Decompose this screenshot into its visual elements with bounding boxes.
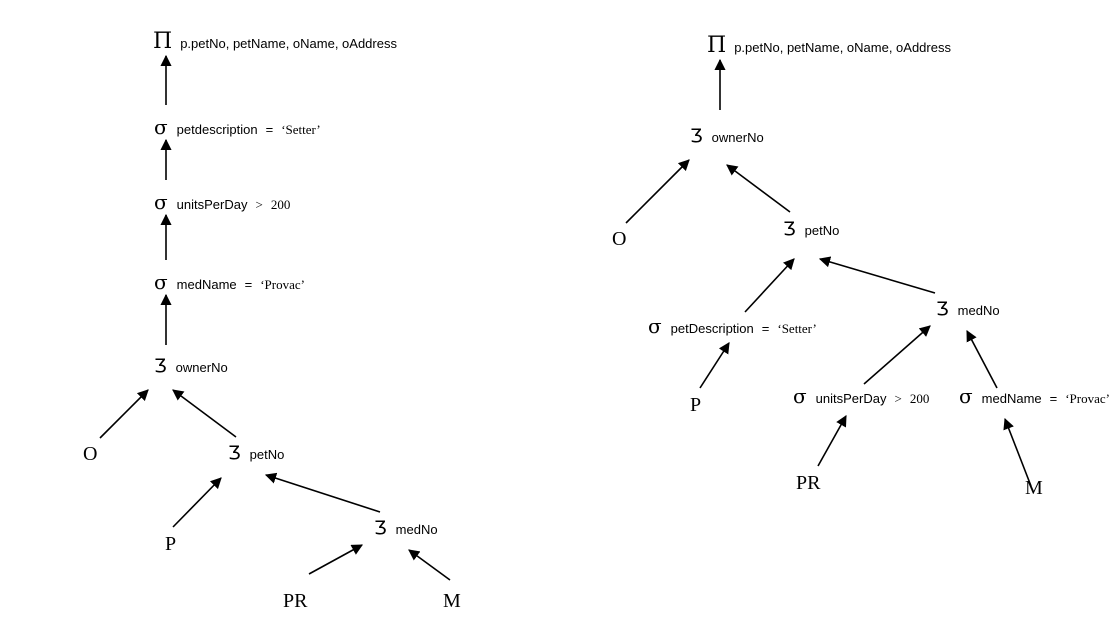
right-selection-med: σ medName = ‘Provac’	[959, 384, 1110, 408]
left-leaf-p: P	[165, 533, 176, 555]
selection-symbol: σ	[154, 190, 168, 214]
left-selection-units: σ unitsPerDay > 200	[154, 190, 290, 214]
right-sel-units-attr: unitsPerDay	[816, 391, 887, 406]
right-join-owner: Ʒ ownerNo	[690, 125, 764, 147]
right-leaf-m: M	[1025, 477, 1043, 499]
right-join-med-attr: medNo	[958, 303, 1000, 318]
left-edge-join-med-to-join-pet	[264, 472, 381, 513]
right-sel-med-val: ‘Provac’	[1065, 391, 1110, 406]
left-sel-med-val: ‘Provac’	[260, 277, 305, 292]
left-leaf-m: M	[443, 590, 461, 612]
right-sel-units-val: 200	[910, 391, 930, 406]
left-join-med: Ʒ medNo	[374, 517, 438, 539]
selection-symbol: σ	[648, 314, 662, 338]
left-projection-node: Π p.petNo, petName, oName, oAddress	[153, 29, 397, 54]
left-sel-pet-op: =	[266, 122, 274, 137]
left-projection-attributes: p.petNo, petName, oName, oAddress	[180, 36, 397, 51]
selection-symbol: σ	[793, 384, 807, 408]
right-edge-p-to-sel-pet	[699, 342, 730, 389]
right-edge-o-to-join-owner	[625, 159, 690, 224]
left-sel-units-op: >	[255, 197, 262, 212]
right-query-tree: Π p.petNo, petName, oName, oAddress Ʒ ow…	[612, 33, 1110, 499]
right-edge-sel-med-to-join-med	[966, 330, 998, 389]
right-sel-pet-attr: petDescription	[671, 321, 754, 336]
left-edge-pr-to-join-med	[308, 544, 363, 575]
right-sel-units-op: >	[894, 391, 901, 406]
right-projection-node: Π p.petNo, petName, oName, oAddress	[707, 33, 951, 58]
right-leaf-pr: PR	[796, 472, 821, 494]
left-join-owner: Ʒ ownerNo	[154, 355, 228, 377]
join-symbol: Ʒ	[783, 218, 796, 240]
left-join-pet: Ʒ petNo	[228, 442, 284, 464]
join-symbol: Ʒ	[374, 517, 387, 539]
right-leaf-p: P	[690, 394, 701, 416]
right-sel-pet-val: ‘Setter’	[777, 321, 816, 336]
left-join-pet-attr: petNo	[250, 447, 285, 462]
left-leaf-pr: PR	[283, 590, 308, 612]
join-symbol: Ʒ	[690, 125, 703, 147]
left-edge-o-to-join-owner	[99, 389, 149, 439]
right-projection-attributes: p.petNo, petName, oName, oAddress	[734, 40, 951, 55]
right-leaf-o: O	[612, 228, 626, 250]
left-edge-m-to-join-med	[408, 549, 451, 581]
left-selection-pet: σ petdescription = ‘Setter’	[154, 115, 321, 139]
left-edge-join-pet-to-join-owner	[172, 389, 237, 438]
join-symbol: Ʒ	[154, 355, 167, 377]
left-edge-p-to-join-pet	[172, 477, 222, 528]
left-sel-units-val: 200	[271, 197, 291, 212]
right-edge-sel-units-to-join-med	[863, 325, 931, 385]
right-edge-sel-pet-to-join-pet	[744, 258, 795, 313]
left-selection-med: σ medName = ‘Provac’	[154, 270, 305, 294]
left-sel-med-op: =	[245, 277, 253, 292]
left-join-owner-attr: ownerNo	[176, 360, 228, 375]
right-edge-join-pet-to-join-owner	[726, 164, 791, 213]
right-join-owner-attr: ownerNo	[712, 130, 764, 145]
left-sel-units-attr: unitsPerDay	[177, 197, 248, 212]
right-selection-units: σ unitsPerDay > 200	[793, 384, 929, 408]
projection-symbol: Π	[707, 33, 726, 58]
right-sel-med-op: =	[1050, 391, 1058, 406]
right-sel-pet-op: =	[762, 321, 770, 336]
join-symbol: Ʒ	[936, 298, 949, 320]
selection-symbol: σ	[154, 115, 168, 139]
selection-symbol: σ	[959, 384, 973, 408]
right-sel-med-attr: medName	[982, 391, 1042, 406]
left-sel-pet-val: ‘Setter’	[281, 122, 320, 137]
projection-symbol: Π	[153, 29, 172, 54]
right-edge-pr-to-sel-units	[817, 415, 847, 467]
right-selection-pet: σ petDescription = ‘Setter’	[648, 314, 817, 338]
left-leaf-o: O	[83, 443, 97, 465]
right-edge-m-to-sel-med	[1003, 417, 1032, 487]
right-join-med: Ʒ medNo	[936, 298, 1000, 320]
join-symbol: Ʒ	[228, 442, 241, 464]
left-sel-pet-attr: petdescription	[177, 122, 258, 137]
left-query-tree: Π p.petNo, petName, oName, oAddress σ pe…	[83, 29, 461, 612]
right-edge-join-med-to-join-pet	[818, 256, 936, 294]
left-join-med-attr: medNo	[396, 522, 438, 537]
right-join-pet-attr: petNo	[805, 223, 840, 238]
left-sel-med-attr: medName	[177, 277, 237, 292]
selection-symbol: σ	[154, 270, 168, 294]
right-join-pet: Ʒ petNo	[783, 218, 839, 240]
